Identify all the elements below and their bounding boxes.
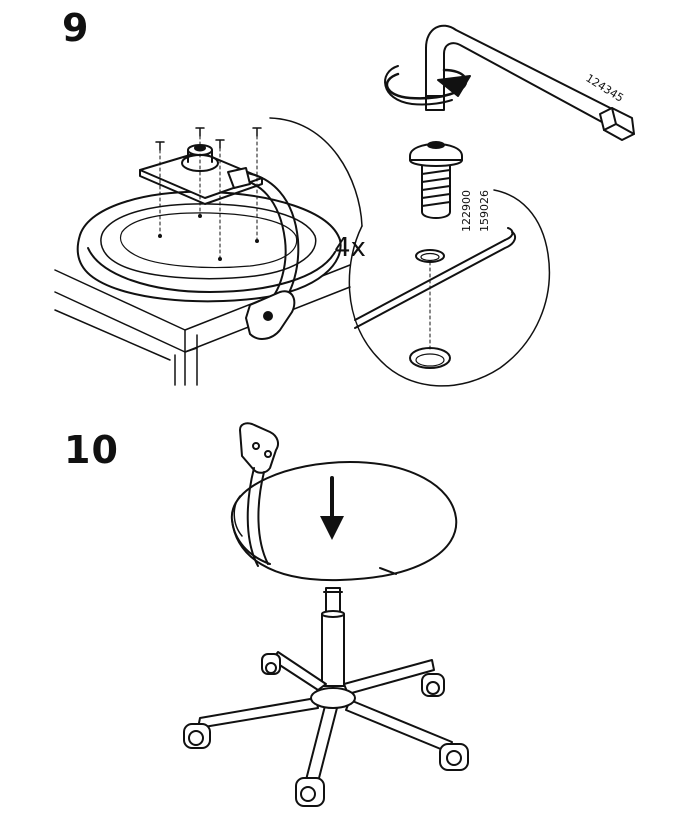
small-screws [155, 127, 262, 151]
zoom-callout-line [269, 117, 363, 227]
caster-wheels-illustration [183, 653, 469, 807]
table-illustration [54, 264, 351, 386]
caster-front-right [439, 743, 469, 771]
step-10-illustration [183, 422, 469, 807]
part-number-bolt-a: 122900 [460, 190, 473, 232]
chair-seat-illustration [230, 461, 458, 582]
caster-front [295, 777, 325, 807]
caster-front-left [183, 723, 211, 749]
part-number-bolt-b: 159026 [478, 190, 491, 232]
caster-back-right [421, 673, 445, 697]
step-10-number: 10 [64, 428, 119, 472]
rotation-arrow-icon [384, 65, 471, 106]
star-base-illustration [197, 651, 453, 783]
bolt-illustration [409, 141, 463, 219]
screw-guide-lines [159, 135, 258, 259]
part-number-allen-key: 124345 [583, 72, 626, 105]
zoom-detail-circle [348, 189, 551, 387]
step-9-number: 9 [62, 6, 90, 50]
caster-back-left [261, 653, 281, 675]
backrest-bar-illustration [227, 167, 300, 340]
step-9-illustration: 4x 124345 122900 159026 [54, 24, 635, 387]
seat-cushion-illustration [76, 190, 342, 303]
chair-backrest-illustration [239, 422, 279, 567]
quantity-label: 4x [334, 233, 366, 263]
hole-markers [158, 214, 259, 261]
